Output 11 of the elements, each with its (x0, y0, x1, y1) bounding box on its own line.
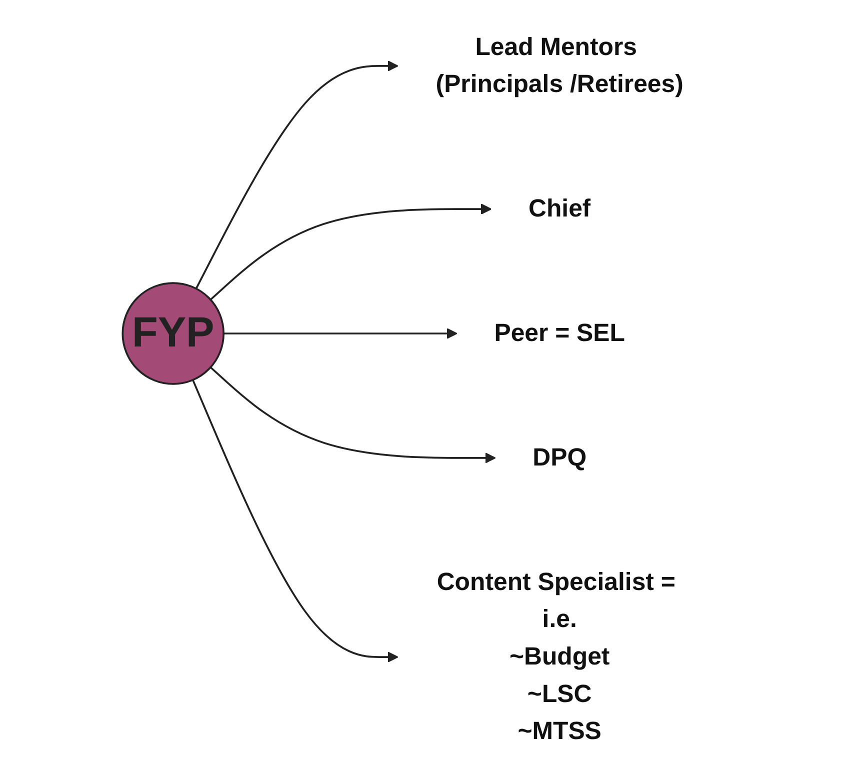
arrow (210, 366, 496, 464)
arrow (210, 204, 492, 300)
node-text: Lead Mentors (Principals /Retirees) (436, 34, 684, 98)
node-text: Content Specialist = i.e. ~Budget ~LSC ~MTSS (436, 568, 676, 746)
arrow (195, 60, 398, 290)
node-text: DPQ (532, 444, 587, 472)
node-text: Peer = SEL (494, 320, 625, 348)
node-circle: FYP (122, 282, 225, 385)
arrow (192, 380, 398, 663)
node-text: Chief (528, 195, 591, 223)
arrow (224, 328, 458, 339)
